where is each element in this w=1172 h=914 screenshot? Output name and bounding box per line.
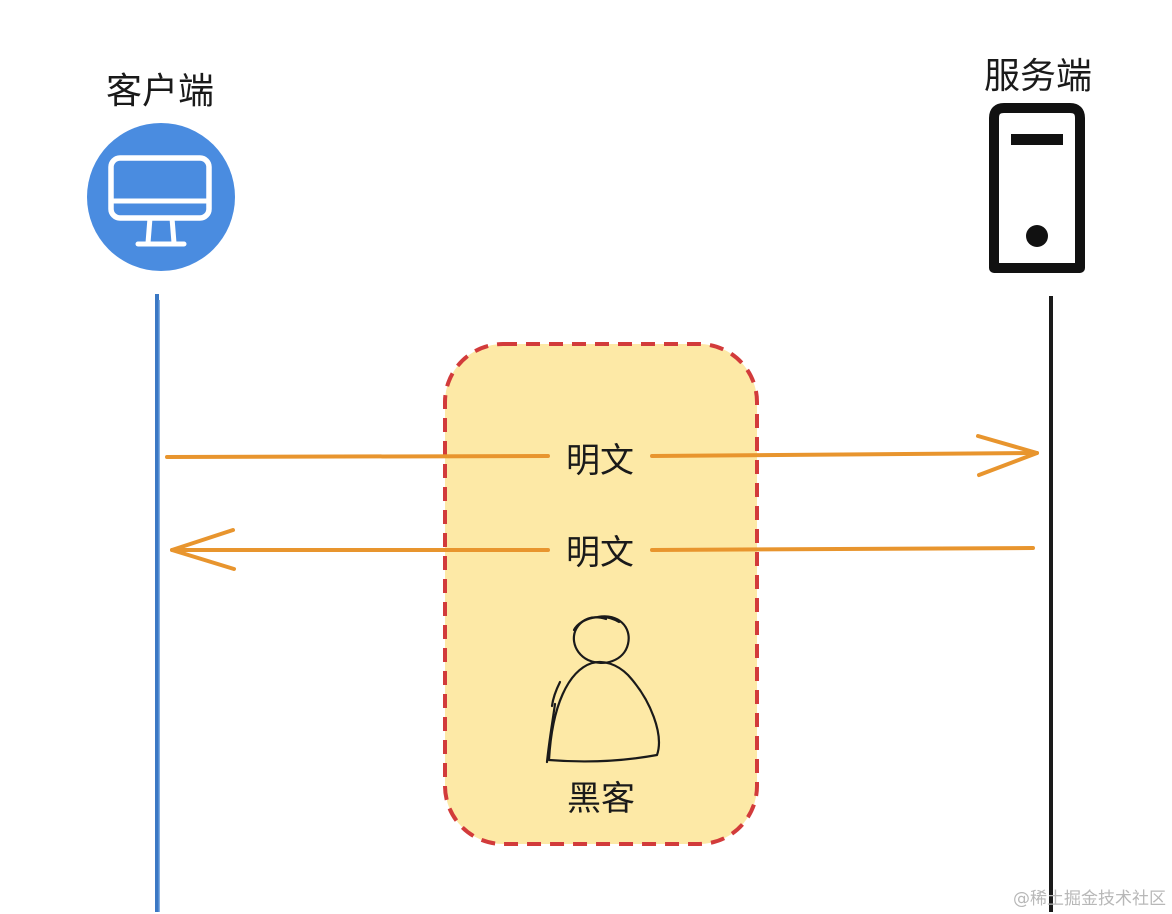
server-tower-icon bbox=[989, 103, 1085, 273]
person-icon bbox=[545, 615, 660, 764]
client-lifeline bbox=[155, 294, 160, 912]
client-label: 客户端 bbox=[106, 71, 214, 112]
arrow-server-to-client bbox=[170, 528, 1035, 571]
arrow-client-to-server bbox=[165, 434, 1039, 477]
message-label-2: 明文 bbox=[566, 533, 634, 573]
watermark: @稀土掘金技术社区 bbox=[1013, 889, 1166, 909]
interceptor-zone bbox=[443, 342, 759, 846]
monitor-icon bbox=[87, 123, 235, 271]
message-label-1: 明文 bbox=[566, 441, 634, 481]
server-label: 服务端 bbox=[984, 56, 1092, 97]
interceptor-label: 黑客 bbox=[567, 779, 635, 819]
